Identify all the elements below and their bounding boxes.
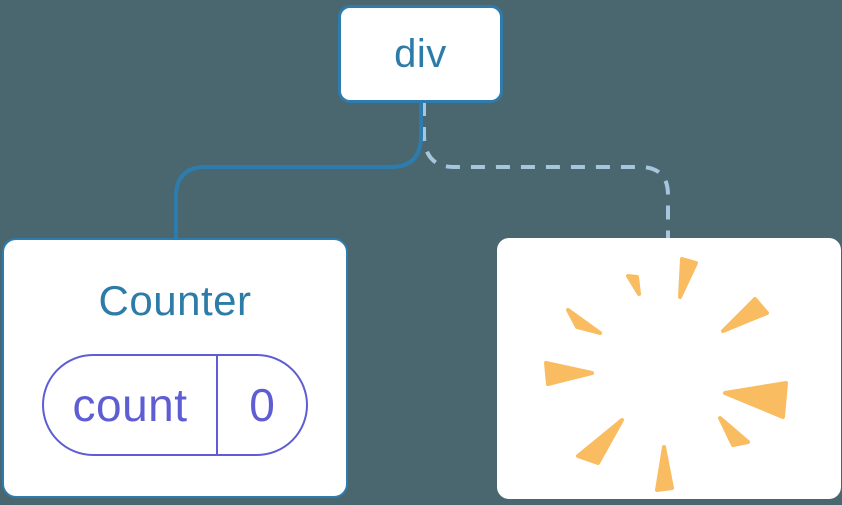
poof-burst-icon — [544, 257, 788, 492]
state-key-label: count — [72, 379, 188, 431]
state-pill: count 0 — [42, 354, 308, 456]
node-counter: Counter count 0 — [2, 238, 348, 498]
edge-div-to-removed — [422, 102, 670, 240]
edge-div-to-counter — [174, 102, 423, 240]
state-value-label: 0 — [249, 379, 275, 431]
counter-title: Counter — [98, 277, 252, 324]
node-removed — [497, 238, 841, 499]
node-div-label: div — [394, 31, 447, 76]
state-pill-divider — [216, 356, 218, 454]
node-div: div — [338, 5, 503, 103]
